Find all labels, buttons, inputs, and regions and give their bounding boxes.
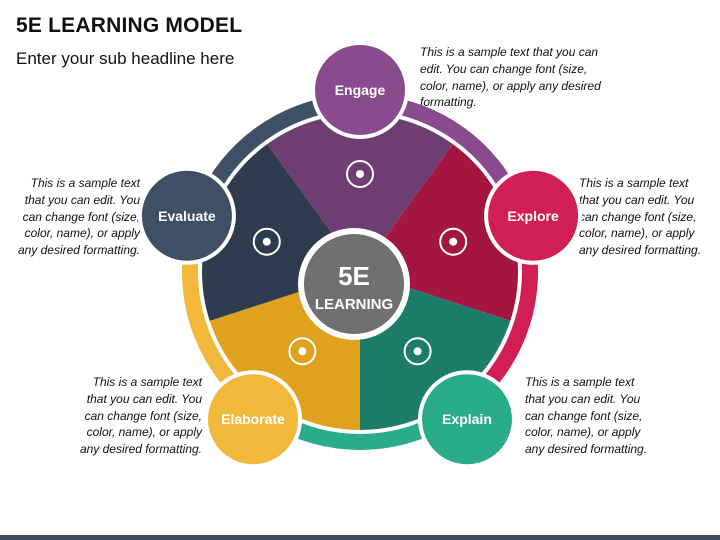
stage-node-evaluate: Evaluate [137, 166, 236, 265]
note-elaborate: This is a sample text that you can edit.… [79, 375, 202, 457]
engage-sector [267, 114, 453, 272]
footer-bar [0, 535, 720, 540]
page-title: 5E LEARNING MODEL [16, 14, 243, 37]
explain-node-circle [421, 374, 512, 465]
team-cycle-icon [346, 160, 374, 188]
stage-node-explain: Explain [417, 370, 516, 469]
engage-node-circle [315, 45, 405, 135]
center-title: 5E [338, 261, 370, 291]
center-hub: 5E LEARNING [298, 228, 410, 340]
explain-ring-arrow [262, 411, 449, 450]
stage-node-engage: Engage [311, 41, 409, 139]
presentation-board-icon [403, 337, 432, 366]
stage-node-elaborate: Elaborate [204, 370, 303, 469]
magnifier-document-icon [288, 337, 317, 366]
note-engage: This is a sample text that you can edit.… [420, 45, 601, 110]
stage-label-engage: Engage [335, 82, 386, 98]
center-subtitle: LEARNING [315, 296, 393, 313]
stage-label-explore: Explore [507, 208, 559, 224]
stage-label-elaborate: Elaborate [221, 411, 285, 427]
stage-node-explore: Explore [484, 166, 583, 265]
stage-label-explain: Explain [442, 411, 492, 427]
evaluate-node-circle [141, 170, 232, 261]
checklist-icon [252, 227, 281, 256]
note-explore: This is a sample text that you can edit.… [579, 176, 702, 258]
compass-icon [439, 227, 468, 256]
center-circle [304, 234, 404, 334]
cycle-icons [252, 160, 468, 366]
stage-label-evaluate: Evaluate [158, 208, 216, 224]
note-evaluate: This is a sample text that you can edit.… [17, 176, 140, 258]
note-explain: This is a sample text that you can edit.… [525, 375, 648, 457]
page-subtitle: Enter your sub headline here [16, 49, 235, 68]
explore-node-circle [488, 170, 579, 261]
elaborate-node-circle [208, 374, 299, 465]
